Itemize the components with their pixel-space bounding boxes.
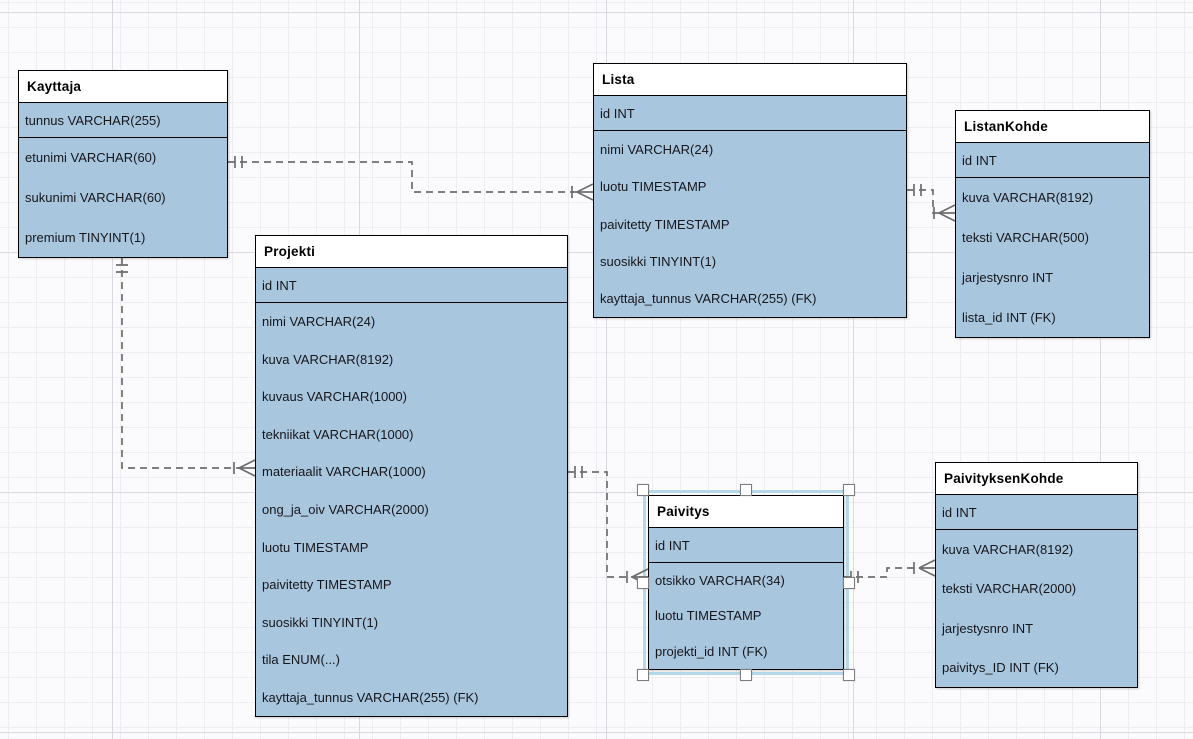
selection-handle-w[interactable]: [637, 576, 649, 589]
selection-handle-s[interactable]: [740, 669, 752, 681]
primary-key-section: id INT: [649, 528, 843, 563]
selection-handle-se[interactable]: [843, 669, 855, 681]
crowfoot-many-icon: [571, 183, 594, 201]
table-paivityksenkohde[interactable]: PaivityksenKohde id INT kuva VARCHAR(8192)…: [935, 462, 1138, 688]
column-row: lista_id INT (FK): [962, 309, 1056, 325]
cardinality-one-icon: [116, 264, 128, 273]
columns-section: kuva VARCHAR(8192) teksti VARCHAR(2000) ja…: [936, 530, 1137, 687]
selection-handle-ne[interactable]: [843, 484, 855, 496]
column-row: luotu TIMESTAMP: [600, 179, 707, 195]
selection-handle-nw[interactable]: [637, 484, 649, 496]
column-row: suosikki TINYINT(1): [600, 253, 717, 269]
table-kayttaja[interactable]: Kayttaja tunnus VARCHAR(255) etunimi VARCH…: [18, 70, 228, 258]
pk-column-row: id INT: [942, 504, 977, 520]
relationship-paivitys-paivityksenkohde[interactable]: [844, 559, 936, 583]
column-row: kuva VARCHAR(8192): [962, 190, 1094, 206]
relationship-line: [228, 161, 577, 193]
column-row: paivitetty TIMESTAMP: [262, 577, 392, 593]
column-row: tila ENUM(...): [262, 652, 340, 668]
table-title: Projekti: [256, 236, 567, 268]
pk-column-row: id INT: [962, 152, 997, 168]
column-row: teksti VARCHAR(500): [962, 230, 1089, 246]
relationship-projekti-paivitys[interactable]: [568, 466, 649, 586]
cardinality-one-icon: [913, 184, 922, 196]
column-row: premium TINYINT(1): [25, 229, 146, 245]
crowfoot-many-icon: [933, 204, 956, 222]
column-row: teksti VARCHAR(2000): [942, 581, 1077, 597]
columns-section: etunimi VARCHAR(60) sukunimi VARCHAR(60) p…: [19, 138, 227, 257]
column-row: sukunimi VARCHAR(60): [25, 190, 166, 205]
relationship-kayttaja-lista[interactable]: [228, 156, 594, 201]
selection-handle-e[interactable]: [843, 576, 855, 589]
column-row: nimi VARCHAR(24): [262, 314, 376, 330]
column-row: etunimi VARCHAR(60): [25, 150, 157, 166]
pk-column-row: tunnus VARCHAR(255): [25, 112, 161, 128]
columns-section: nimi VARCHAR(24) luotu TIMESTAMP paivitett…: [594, 131, 906, 317]
primary-key-section: id INT: [256, 268, 567, 303]
table-title: Paivitys: [649, 496, 843, 528]
column-row: nimi VARCHAR(24): [600, 142, 714, 158]
column-row: tekniikat VARCHAR(1000): [262, 426, 414, 442]
primary-key-section: id INT: [936, 495, 1137, 530]
table-lista[interactable]: Lista id INT nimi VARCHAR(24) luotu TIMESTA…: [593, 63, 907, 318]
cardinality-one-icon: [234, 156, 243, 168]
column-row: luotu TIMESTAMP: [655, 608, 762, 624]
primary-key-section: id INT: [594, 96, 906, 131]
column-row: kayttaja_tunnus VARCHAR(255) (FK): [262, 689, 479, 705]
crowfoot-many-icon: [913, 559, 936, 577]
relationship-line: [907, 189, 939, 214]
column-row: kuva VARCHAR(8192): [262, 351, 394, 367]
column-row: luotu TIMESTAMP: [262, 539, 369, 555]
table-title: PaivityksenKohde: [936, 463, 1137, 495]
column-row: suosikki TINYINT(1): [262, 614, 379, 630]
relationship-kayttaja-projekti[interactable]: [116, 258, 256, 477]
pk-column-row: id INT: [262, 277, 297, 293]
relationship-line: [844, 567, 919, 578]
table-title: ListanKohde: [956, 111, 1149, 143]
columns-section: kuva VARCHAR(8192) teksti VARCHAR(500) jar…: [956, 178, 1149, 337]
selection-handle-n[interactable]: [740, 484, 752, 496]
primary-key-section: tunnus VARCHAR(255): [19, 103, 227, 138]
columns-section: nimi VARCHAR(24) kuva VARCHAR(8192) kuvaus…: [256, 303, 567, 716]
column-row: paivitetty TIMESTAMP: [600, 216, 730, 232]
column-row: otsikko VARCHAR(34): [655, 573, 785, 589]
relationship-lista-listankohde[interactable]: [907, 184, 956, 222]
cardinality-one-icon: [574, 466, 583, 478]
column-row: materiaalit VARCHAR(1000): [262, 464, 426, 480]
selection-handle-sw[interactable]: [637, 669, 649, 681]
crowfoot-many-icon: [233, 459, 256, 477]
table-title: Kayttaja: [19, 71, 227, 103]
column-row: ong_ja_oiv VARCHAR(2000): [262, 502, 429, 517]
column-row: jarjestysnro INT: [962, 269, 1054, 285]
column-row: paivitys_ID INT (FK): [942, 659, 1059, 675]
table-projekti[interactable]: Projekti id INT nimi VARCHAR(24) kuva VARCH…: [255, 235, 568, 717]
relationship-line: [121, 258, 239, 469]
pk-column-row: id INT: [655, 537, 690, 553]
pk-column-row: id INT: [600, 105, 635, 121]
column-row: projekti_id INT (FK): [655, 643, 768, 659]
table-title: Lista: [594, 64, 906, 96]
columns-section: otsikko VARCHAR(34) luotu TIMESTAMP projek…: [649, 563, 843, 669]
primary-key-section: id INT: [956, 143, 1149, 178]
column-row: kuva VARCHAR(8192): [942, 542, 1074, 558]
table-listankohde[interactable]: ListanKohde id INT kuva VARCHAR(8192) tekst…: [955, 110, 1150, 338]
column-row: kayttaja_tunnus VARCHAR(255) (FK): [600, 290, 817, 306]
column-row: kuvaus VARCHAR(1000): [262, 389, 407, 405]
relationship-line: [568, 471, 632, 578]
column-row: jarjestysnro INT: [942, 620, 1034, 636]
table-paivitys[interactable]: Paivitys id INT otsikko VARCHAR(34) luotu T…: [648, 495, 844, 670]
